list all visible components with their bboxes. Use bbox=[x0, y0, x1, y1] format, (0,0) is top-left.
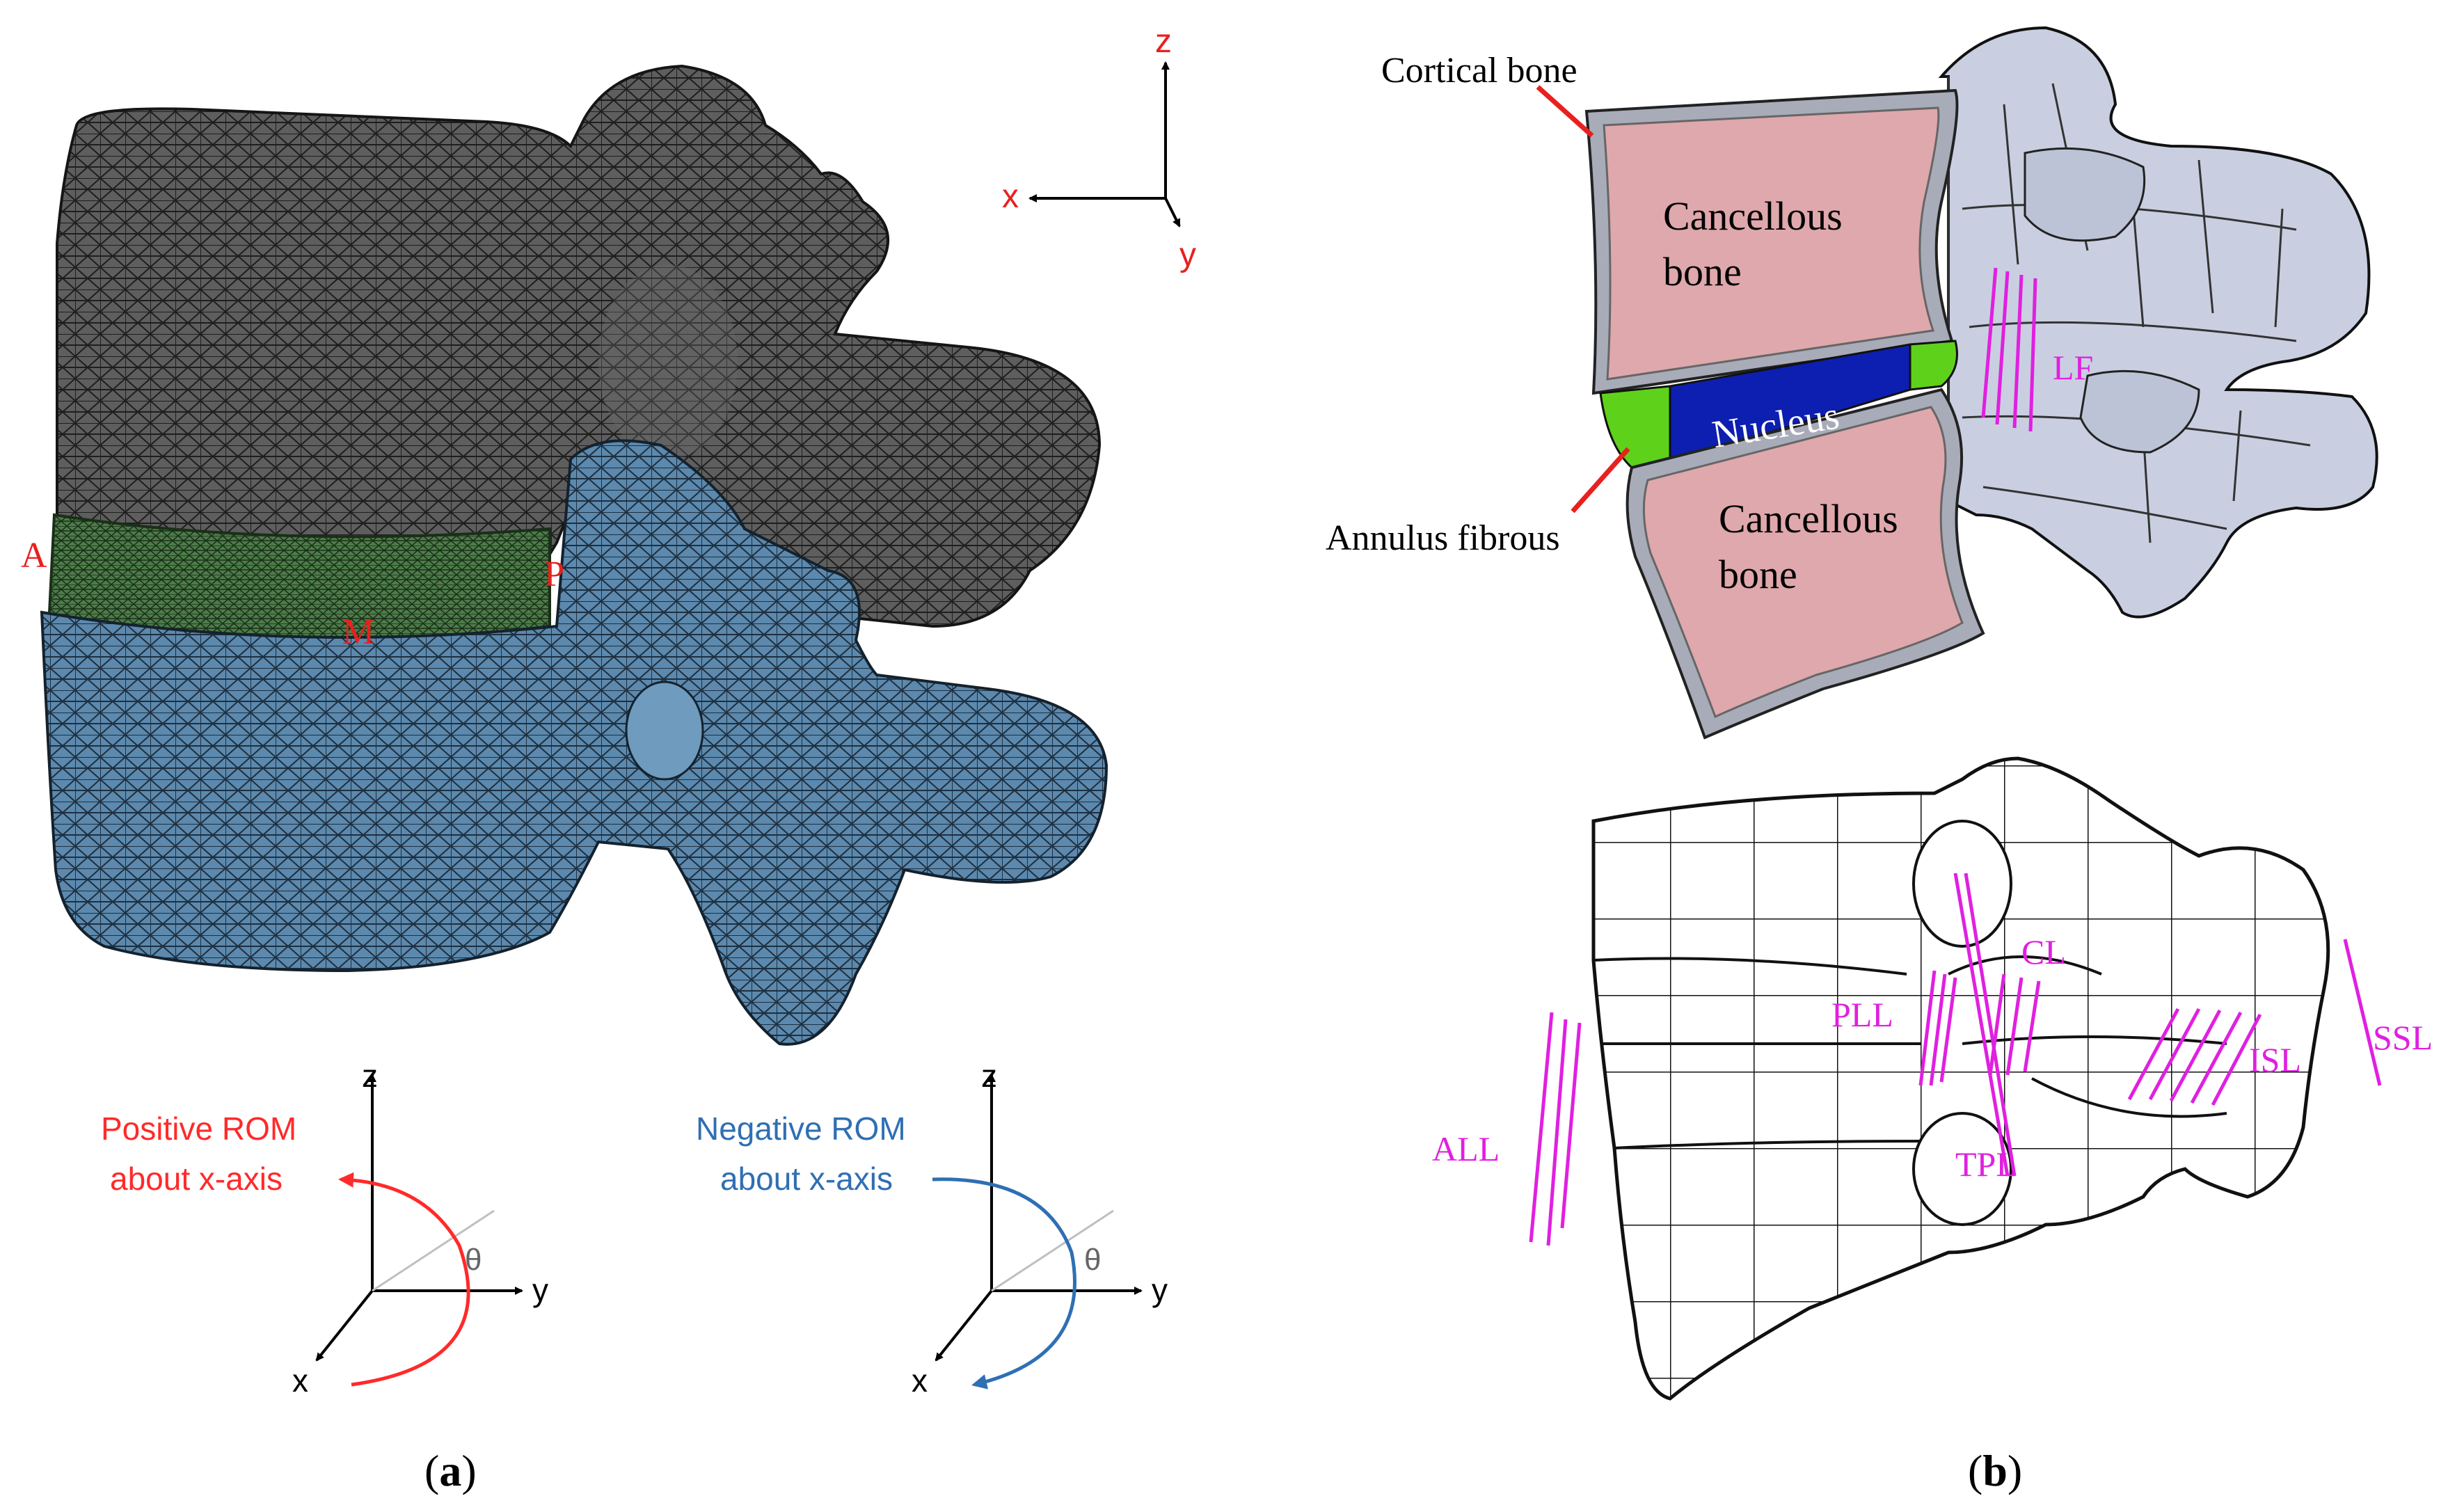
label-cancellous-lower-2: bone bbox=[1719, 552, 1797, 597]
label-pll: PLL bbox=[1831, 995, 1893, 1034]
label-lf: LF bbox=[2053, 348, 2093, 387]
positive-rom-line1: Positive ROM bbox=[101, 1111, 296, 1147]
pll-ligament-lines bbox=[1918, 970, 1957, 1086]
wireframe-model bbox=[1591, 756, 2330, 1401]
label-cancellous-upper-2: bone bbox=[1663, 249, 1742, 294]
label-isl: ISL bbox=[2249, 1040, 2301, 1079]
annulus-fibrous-anterior bbox=[1599, 385, 1671, 469]
nucleus bbox=[1669, 343, 1911, 465]
positive-rom-line2: about x-axis bbox=[110, 1161, 283, 1197]
tpl-ligament-lines bbox=[1953, 873, 2017, 1177]
annulus-fibrous-leader bbox=[1571, 447, 1630, 514]
axis-z-label: z bbox=[1155, 23, 1172, 60]
label-tpl: TPL bbox=[1955, 1145, 2017, 1184]
negative-rom-y: y bbox=[1152, 1272, 1168, 1308]
negative-rom-z: z bbox=[981, 1058, 997, 1094]
lf-ligament-lines bbox=[1981, 267, 2037, 432]
positive-rom-diagram: Positive ROM about x-axis z y x θ bbox=[101, 1058, 548, 1399]
posterior-elements bbox=[1938, 26, 2378, 619]
cl-ligament-lines bbox=[1988, 973, 2041, 1076]
all-ligament-lines bbox=[1529, 1012, 1582, 1246]
lower-vertebra-mesh bbox=[40, 439, 1108, 1046]
negative-rom-line2: about x-axis bbox=[720, 1161, 893, 1197]
cortical-bone-leader bbox=[1536, 85, 1594, 138]
label-cancellous-upper-1: Cancellous bbox=[1663, 193, 1843, 239]
label-all: ALL bbox=[1432, 1129, 1500, 1168]
upper-vertebra-mesh bbox=[56, 64, 1102, 628]
caption-a: (a) bbox=[424, 1446, 477, 1495]
label-cl: CL bbox=[2021, 932, 2066, 971]
positive-rom-z: z bbox=[362, 1058, 378, 1094]
negative-rom-diagram: Negative ROM about x-axis z y x θ bbox=[696, 1058, 1168, 1399]
lower-cancellous-bone bbox=[1642, 406, 1964, 719]
axis-y-label: y bbox=[1179, 237, 1196, 273]
axis-x-label: x bbox=[1002, 178, 1019, 215]
negative-rom-theta: θ bbox=[1084, 1243, 1101, 1277]
positive-rom-theta: θ bbox=[465, 1243, 482, 1277]
global-axes-triad: z x y bbox=[1002, 23, 1196, 273]
isl-ligament-lines bbox=[2127, 1008, 2262, 1106]
marker-m: M bbox=[342, 612, 374, 652]
marker-a: A bbox=[21, 536, 47, 575]
positive-rom-x: x bbox=[292, 1362, 308, 1399]
panel-b-wireframe: CL PLL ISL SSL ALL TPL (b) bbox=[1432, 756, 2433, 1495]
ssl-ligament-line bbox=[2343, 939, 2382, 1086]
marker-p: P bbox=[544, 555, 564, 594]
panel-b-section: LF Cortical bone Cancellous bone Nucleus… bbox=[1326, 26, 2378, 740]
annulus-fibrous-posterior bbox=[1909, 340, 1958, 391]
label-ssl: SSL bbox=[2373, 1018, 2433, 1057]
label-annulus-fibrous: Annulus fibrous bbox=[1326, 518, 1560, 558]
caption-b: (b) bbox=[1968, 1446, 2022, 1495]
label-cortical-bone: Cortical bone bbox=[1381, 51, 1577, 90]
negative-rom-line1: Negative ROM bbox=[696, 1111, 906, 1147]
label-cancellous-lower-1: Cancellous bbox=[1719, 496, 1898, 541]
upper-cancellous-bone bbox=[1603, 106, 1940, 381]
negative-rom-x: x bbox=[912, 1362, 928, 1399]
positive-rom-y: y bbox=[532, 1272, 548, 1308]
panel-a: A P M z x y Positive ROM about x-axis z … bbox=[21, 23, 1196, 1495]
